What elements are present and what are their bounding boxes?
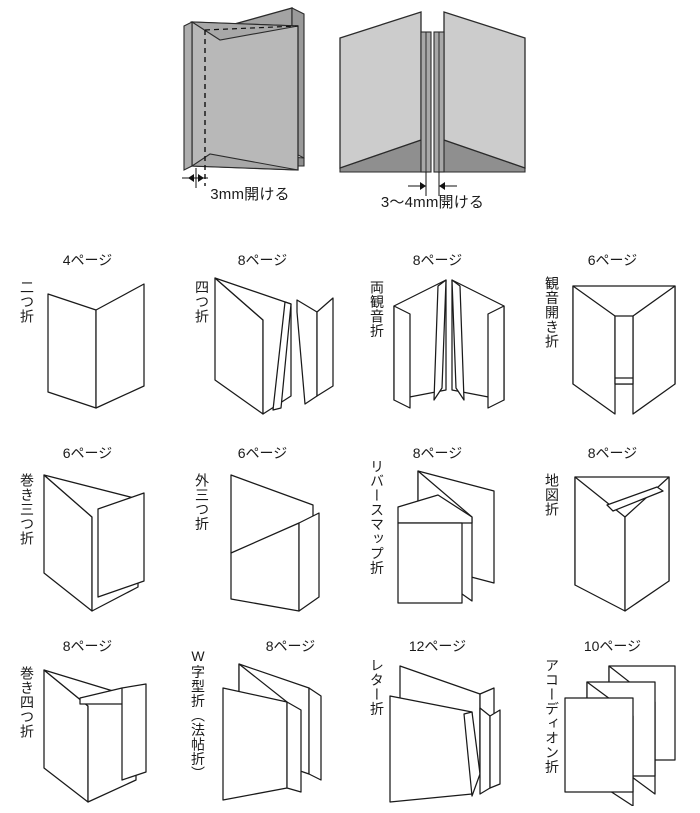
dimension-arrow-3mm [182,168,208,188]
fold-name-label: 巻き三つ折 [19,473,35,546]
fold-name-label: 巻き四つ折 [19,666,35,739]
page-count-label: 8ページ [412,252,463,268]
fold-name-label: 両観音折 [369,280,385,338]
fold-item-futatsuori: 4ページ 二つ折 [0,232,175,425]
binding-caption-gatefold: 3〜4mm開ける [380,194,485,211]
fold-item-accordionori: 10ページ アコーディオン折 [525,618,700,811]
fold-name-label: 地図折 [544,473,560,517]
page-count-label: 8ページ [265,638,316,654]
dimension-arrow-3-4mm [408,172,457,196]
fold-illustration-chizuori [551,461,697,613]
fold-item-letterori: 12ページ レター折 [350,618,525,811]
fold-illustration-futatsuori [26,268,172,420]
page-count-label: 4ページ [62,252,113,268]
page-count-label: 8ページ [237,252,288,268]
binding-illustrations: 3mm開ける [0,0,700,225]
fold-name-label: 外三つ折 [194,473,210,531]
fold-illustration-ryokannonori [376,268,522,420]
fold-item-reverse-map-ori: 8ページ リバースマップ折 [350,425,525,618]
gatefold-binding-figure [325,0,540,225]
fold-illustration-accordionori [551,654,697,806]
fold-illustration-makimitsuori [26,461,172,613]
page-count-label: 12ページ [408,638,467,654]
fold-illustration-reverse-map-ori [376,461,522,613]
single-fold-binding-figure [170,0,330,225]
gatefold-paper [339,11,526,173]
page-count-label: 10ページ [583,638,642,654]
fold-illustration-w-gata-ori [201,654,347,806]
fold-illustration-kannonbirakiori [551,268,697,420]
fold-item-yotsuori: 8ページ 四つ折 [175,232,350,425]
page-count-label: 6ページ [237,445,288,461]
fold-name-label: レター折 [369,658,385,716]
binding-caption-single: 3mm開ける [210,186,290,203]
fold-item-makimitsuori: 6ページ 巻き三つ折 [0,425,175,618]
fold-illustration-makiyotsuori [26,654,172,806]
page-count-label: 8ページ [587,445,638,461]
fold-types-grid: 4ページ 二つ折 8ページ 四つ折 [0,232,700,813]
fold-illustration-yotsuori [201,268,347,420]
fold-item-makiyotsuori: 8ページ 巻き四つ折 [0,618,175,811]
fold-name-label: アコーディオン折 [544,658,560,774]
fold-item-sotomitsuori: 6ページ 外三つ折 [175,425,350,618]
page-count-label: 8ページ [412,445,463,461]
fold-name-label: W字型折（法帖折） [190,648,206,781]
page-count-label: 6ページ [62,445,113,461]
single-fold-paper [183,7,305,186]
fold-name-label: 観音開き折 [544,276,560,349]
fold-name-label: リバースマップ折 [369,459,385,575]
page-count-label: 8ページ [62,638,113,654]
fold-illustration-letterori [376,654,522,806]
fold-item-chizuori: 8ページ 地図折 [525,425,700,618]
fold-name-label: 二つ折 [19,280,35,324]
fold-item-kannonbirakiori: 6ページ 観音開き折 [525,232,700,425]
fold-item-ryokannonori: 8ページ 両観音折 [350,232,525,425]
fold-name-label: 四つ折 [194,280,210,324]
page-count-label: 6ページ [587,252,638,268]
fold-item-w-gata-ori: 8ページ W字型折（法帖折） [175,618,350,811]
fold-illustration-sotomitsuori [201,461,347,613]
